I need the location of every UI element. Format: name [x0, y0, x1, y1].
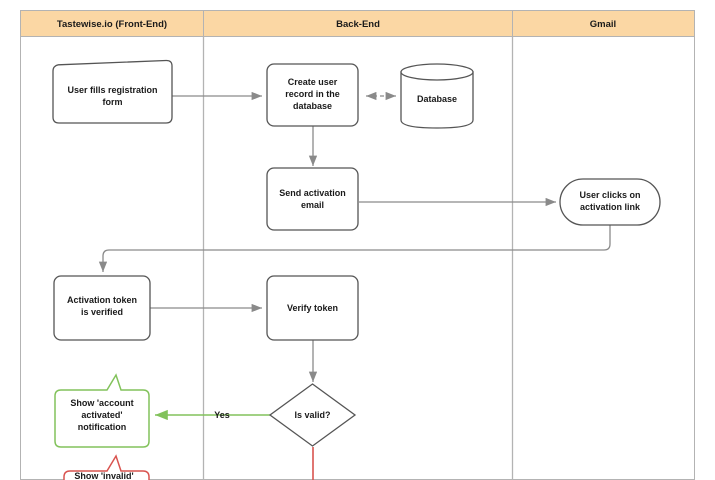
lane-header-gmail	[512, 10, 695, 37]
activation-token-is-verified-line-2: is verified	[81, 307, 123, 317]
show-account-activated-notification-line-3: notification	[78, 422, 127, 432]
user-clicks-activation-link-line-1: User clicks on	[579, 190, 640, 200]
node-send-activation-email[interactable]: Send activation email	[266, 167, 359, 231]
create-user-record-line-3: database	[293, 101, 332, 111]
user-fills-registration-form-shape[interactable]	[52, 59, 173, 124]
node-activation-token-is-verified[interactable]: Activation token is verified	[53, 275, 151, 341]
verify-token-shape[interactable]	[266, 275, 359, 341]
activation-token-is-verified-shape[interactable]	[53, 275, 151, 341]
user-clicks-activation-link-line-2: activation link	[580, 202, 641, 212]
lane-header-backend	[203, 10, 513, 37]
verify-token-label: Verify token	[287, 303, 338, 313]
is-valid-label: Is valid?	[294, 410, 330, 420]
show-invalid-notification-line-1: Show 'invalid'	[74, 471, 133, 480]
send-activation-email-line-2: email	[301, 200, 324, 210]
edge-label-yes: Yes	[214, 410, 230, 420]
database-label: Database	[417, 94, 457, 104]
send-activation-email-line-1: Send activation	[279, 188, 346, 198]
lane-title-frontend: Tastewise.io (Front-End)	[57, 19, 167, 30]
create-user-record-line-1: Create user	[288, 77, 338, 87]
node-is-valid[interactable]: Is valid?	[268, 383, 357, 447]
node-create-user-record[interactable]: Create user record in the database	[266, 63, 359, 127]
show-account-activated-notification-line-1: Show 'account	[70, 398, 133, 408]
show-account-activated-notification-line-2: activated'	[81, 410, 122, 420]
node-layer: User fills registration form Create user…	[52, 59, 661, 480]
send-activation-email-shape[interactable]	[266, 167, 359, 231]
show-invalid-notification-shape[interactable]	[63, 454, 150, 480]
edge-layer: Yes	[98, 91, 611, 480]
create-user-record-line-2: record in the	[285, 89, 340, 99]
user-fills-registration-form-line-2: form	[103, 97, 123, 107]
node-user-clicks-activation-link[interactable]: User clicks on activation link	[559, 178, 661, 226]
node-show-account-activated-notification[interactable]: Show 'account activated' notification	[54, 373, 150, 448]
database-cylinder-top	[400, 63, 474, 81]
lane-title-gmail: Gmail	[590, 19, 616, 30]
node-database[interactable]: Database	[400, 63, 474, 129]
edge-user-clicks-to-token-verified	[98, 225, 611, 272]
user-clicks-activation-link-shape[interactable]	[559, 178, 661, 226]
activation-token-is-verified-line-1: Activation token	[67, 295, 137, 305]
database-cylinder-body[interactable]	[400, 71, 474, 129]
lane-header-frontend	[20, 10, 204, 37]
create-user-record-shape[interactable]	[266, 63, 359, 127]
user-fills-registration-form-line-1: User fills registration	[67, 85, 157, 95]
node-user-fills-registration-form[interactable]: User fills registration form	[52, 59, 173, 124]
is-valid-shape[interactable]	[268, 383, 357, 447]
lane-title-backend: Back-End	[336, 19, 380, 30]
node-show-invalid-notification[interactable]: Show 'invalid'	[63, 454, 150, 480]
show-account-activated-notification-shape[interactable]	[54, 373, 150, 448]
node-verify-token[interactable]: Verify token	[266, 275, 359, 341]
